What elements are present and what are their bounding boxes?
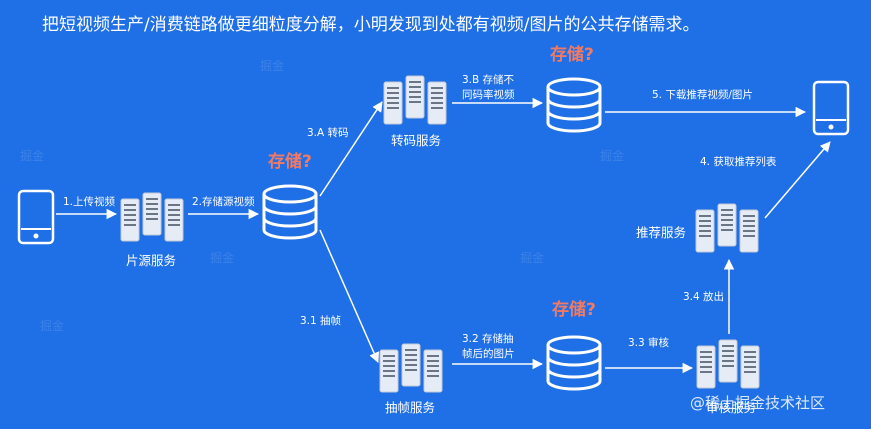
transcode-service-label: 转码服务: [391, 133, 441, 148]
storage-question-source: 存储?: [268, 151, 312, 172]
edge-label-store-bitrate-line1: 3.B 存储不: [462, 73, 515, 86]
edge-label-release: 3.4 放出: [683, 290, 724, 303]
page-title: 把短视频生产/消费链路做更细粒度分解，小明发现到处都有视频/图片的公共存储需求。: [42, 15, 699, 35]
edge-label-review: 3.3 审核: [628, 336, 670, 349]
recommend-service-label: 推荐服务: [636, 225, 686, 240]
edge-transcode: [319, 101, 383, 197]
svg-text:掘金: 掘金: [520, 250, 544, 265]
edge-label-get-recommend-list: 4. 获取推荐列表: [700, 155, 777, 168]
transcode-storage-db-icon: [546, 77, 602, 133]
background-watermark-pattern: 掘金 掘金 掘金 掘金 掘金 掘金: [20, 58, 624, 333]
edges: [56, 97, 831, 374]
svg-text:掘金: 掘金: [20, 148, 44, 163]
edge-get-recommend-list: [764, 141, 831, 219]
review-service-label: 审核服务: [706, 400, 756, 415]
source-storage-db-icon: [262, 184, 318, 240]
svg-text:掘金: 掘金: [40, 318, 64, 333]
edge-label-upload-video: 1.上传视频: [63, 195, 116, 208]
source-service-label: 片源服务: [126, 253, 176, 268]
svg-text:掘金: 掘金: [210, 250, 234, 265]
source-service-server-icon: [121, 193, 183, 241]
storage-question-transcode: 存储?: [550, 44, 594, 65]
edge-extract-frames: [319, 229, 380, 363]
frame-service-server-icon: [380, 344, 442, 392]
edge-label-transcode: 3.A 转码: [307, 126, 349, 139]
consumer-phone-icon: [812, 80, 850, 136]
storage-question-frames: 存储?: [552, 299, 596, 320]
review-service-server-icon: [697, 340, 759, 388]
svg-text:掘金: 掘金: [600, 148, 624, 163]
svg-text:掘金: 掘金: [260, 58, 284, 73]
transcode-service-server-icon: [384, 76, 446, 124]
watermark-text: @稀土掘金技术社区: [690, 394, 825, 412]
edge-label-store-frames-line2: 帧后的图片: [462, 347, 515, 360]
recommend-service-server-icon: [696, 204, 758, 252]
client-phone-icon: [17, 189, 55, 245]
edge-label-download-recommended: 5. 下载推荐视频/图片: [652, 88, 753, 101]
frame-service-label: 抽帧服务: [385, 400, 435, 415]
frame-storage-db-icon: [546, 335, 602, 391]
edge-label-store-bitrate-line2: 同码率视频: [462, 88, 515, 101]
edge-label-extract-frames: 3.1 抽帧: [300, 314, 342, 327]
edge-label-store-frames-line1: 3.2 存储抽: [462, 332, 514, 345]
edge-label-store-source-video: 2.存储源视频: [192, 195, 255, 208]
